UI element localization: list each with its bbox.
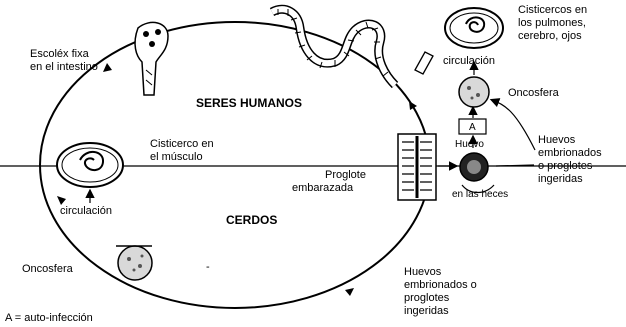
huevos-right-label-4: ingeridas	[538, 173, 583, 185]
cisticercos-label-2: los pulmones,	[518, 17, 586, 29]
huevos-right-label-1: Huevos	[538, 134, 576, 146]
tapeworm-icon	[272, 9, 433, 85]
cisticercos-label-3: cerebro, ojos	[518, 30, 582, 42]
escolex-label-1: Escoléx fixa	[30, 48, 90, 60]
cysticercus-organs-icon	[445, 8, 503, 48]
proglote-label-1: Proglote	[325, 169, 366, 181]
huevos-bottom-label-1: Huevos	[404, 266, 442, 278]
oncosphere-left-icon	[116, 246, 152, 280]
cisticercos-label-1: Cisticercos en	[518, 4, 587, 16]
circulacion-left-label: circulación	[60, 205, 112, 217]
oncosfera-left-label: Oncosfera	[22, 263, 74, 275]
cycle-arrow-upper-left	[103, 63, 112, 72]
cycle-arrow-left	[57, 196, 66, 205]
proglottid-icon	[398, 134, 436, 200]
proglote-label-2: embarazada	[292, 182, 354, 194]
box-a-label: A	[469, 122, 476, 133]
huevos-right-label-2: embrionados	[538, 147, 602, 159]
huevos-bottom-label-4: ingeridas	[404, 305, 449, 317]
legend-label: A = auto-infección	[5, 312, 93, 324]
huevos-bottom-label-3: proglotes	[404, 292, 450, 304]
egg-icon	[460, 153, 488, 181]
huevos-right-label-3: o proglotes	[538, 160, 593, 172]
cisticerco-musculo-label-1: Cisticerco en	[150, 138, 214, 150]
seres-humanos-label: SERES HUMANOS	[196, 96, 302, 110]
huevo-label: Huevo	[455, 139, 484, 150]
oncosfera-right-label: Oncosfera	[508, 87, 560, 99]
cysticercus-muscle-icon	[57, 143, 123, 187]
circulacion-right-label: circulación	[443, 55, 495, 67]
en-las-heces-label: en las heces	[452, 189, 508, 200]
dash-label: -	[206, 261, 210, 273]
cerdos-label: CERDOS	[226, 213, 277, 227]
cisticerco-musculo-label-2: el músculo	[150, 151, 203, 163]
escolex-label-2: en el intestino	[30, 61, 98, 73]
scolex-icon	[135, 22, 168, 95]
arrow-ingest-right	[492, 100, 535, 150]
cycle-arrow-bottom	[345, 288, 354, 296]
oncosphere-right-icon	[459, 77, 489, 107]
cycle-arrow-right	[409, 101, 417, 110]
huevos-bottom-label-2: embrionados o	[404, 279, 477, 291]
